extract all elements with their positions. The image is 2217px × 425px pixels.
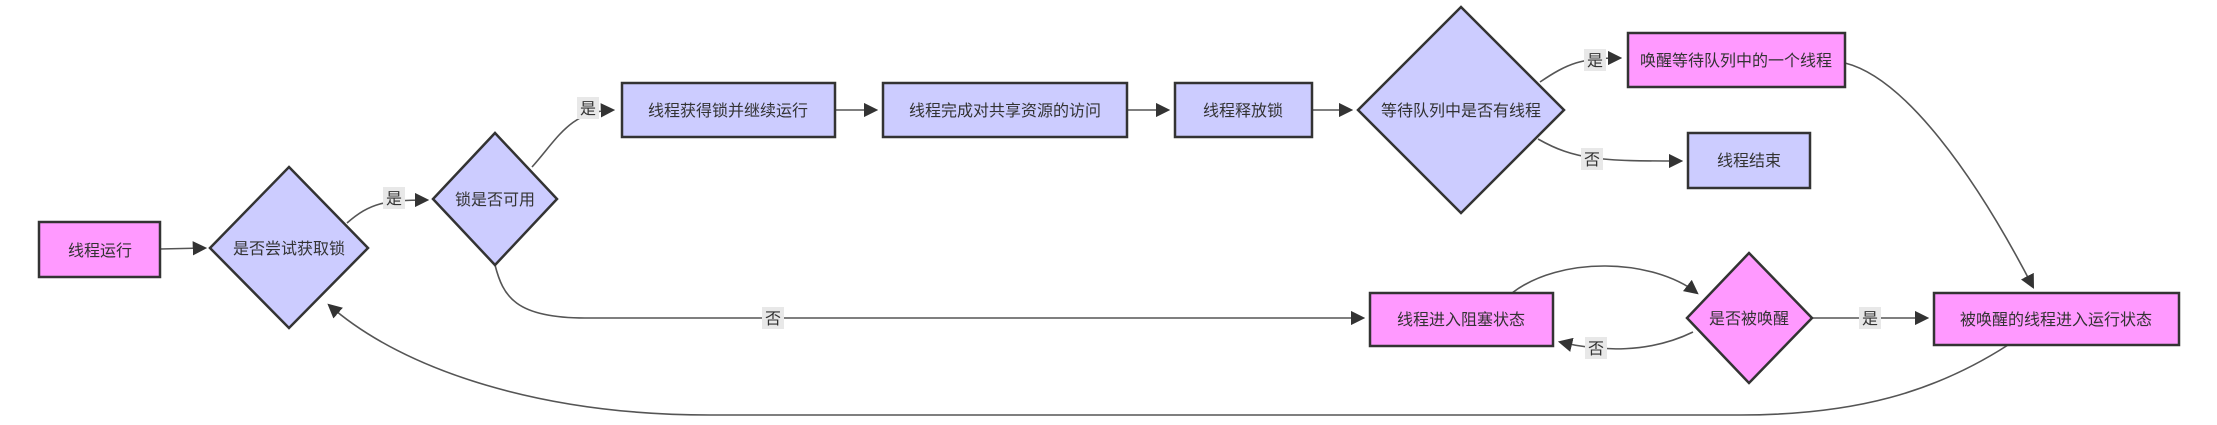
edge-wait-queue-to-thread-end [1537, 138, 1684, 169]
node-try-acquire-lock: 是否尝试获取锁 [208, 165, 370, 330]
node-release-lock: 线程释放锁 [1173, 81, 1314, 139]
edge-blocked-to-is-woken [1511, 265, 1699, 295]
svg-text:锁是否可用: 锁是否可用 [455, 190, 535, 209]
svg-text:否: 否 [1584, 150, 1600, 169]
node-blocked-state: 线程进入阻塞状态 [1368, 291, 1555, 348]
edge-lock-available-to-acquire-and-run [531, 103, 616, 168]
node-thread-end: 线程结束 [1686, 131, 1812, 190]
svg-text:是: 是 [580, 99, 596, 118]
node-wake-one-thread: 唤醒等待队列中的一个线程 [1626, 31, 1847, 89]
svg-text:线程完成对共享资源的访问: 线程完成对共享资源的访问 [909, 101, 1101, 120]
edge-label-wait-queue-yes: 是 [1584, 49, 1606, 71]
edge-is-woken-to-blocked [1557, 331, 1694, 352]
svg-text:否: 否 [765, 309, 781, 328]
svg-text:等待队列中是否有线程: 等待队列中是否有线程 [1381, 101, 1541, 120]
svg-text:是: 是 [1587, 51, 1603, 70]
edge-label-is-woken-yes: 是 [1859, 307, 1881, 329]
edge-lock-available-to-blocked [494, 264, 1366, 326]
node-woken-thread-runs: 被唤醒的线程进入运行状态 [1932, 291, 2181, 347]
node-thread-run: 线程运行 [37, 220, 162, 279]
svg-text:线程释放锁: 线程释放锁 [1203, 101, 1283, 120]
edge-try-acquire-to-lock-available [346, 192, 430, 224]
edge-label-lock-available-yes: 是 [577, 97, 599, 119]
svg-text:线程运行: 线程运行 [68, 241, 132, 260]
svg-text:线程获得锁并继续运行: 线程获得锁并继续运行 [648, 101, 808, 120]
node-wait-queue-has-thread: 等待队列中是否有线程 [1356, 5, 1566, 215]
svg-text:线程结束: 线程结束 [1717, 151, 1781, 170]
svg-text:是: 是 [1862, 309, 1878, 328]
edge-woken-runs-to-try-acquire [327, 303, 2009, 416]
node-lock-available: 锁是否可用 [431, 131, 559, 267]
node-finish-access: 线程完成对共享资源的访问 [881, 81, 1129, 139]
edge-thread-run-to-try-acquire [159, 241, 208, 256]
svg-text:唤醒等待队列中的一个线程: 唤醒等待队列中的一个线程 [1640, 51, 1832, 70]
edge-wait-queue-to-wake-one [1539, 50, 1623, 83]
node-is-woken: 是否被唤醒 [1685, 251, 1814, 385]
svg-text:否: 否 [1588, 339, 1604, 358]
svg-text:是否被唤醒: 是否被唤醒 [1709, 309, 1789, 328]
svg-text:是: 是 [386, 189, 402, 208]
svg-text:线程进入阻塞状态: 线程进入阻塞状态 [1397, 310, 1525, 329]
edge-label-wait-queue-no: 否 [1581, 148, 1603, 170]
svg-text:是否尝试获取锁: 是否尝试获取锁 [233, 239, 345, 258]
edge-wake-one-to-woken-runs [1844, 62, 2034, 289]
edge-label-is-woken-no: 否 [1585, 337, 1607, 359]
node-acquire-and-run: 线程获得锁并继续运行 [620, 81, 837, 139]
edge-label-try-acquire-yes: 是 [383, 187, 405, 209]
edge-label-lock-available-no: 否 [762, 307, 784, 329]
svg-text:被唤醒的线程进入运行状态: 被唤醒的线程进入运行状态 [1960, 310, 2152, 329]
